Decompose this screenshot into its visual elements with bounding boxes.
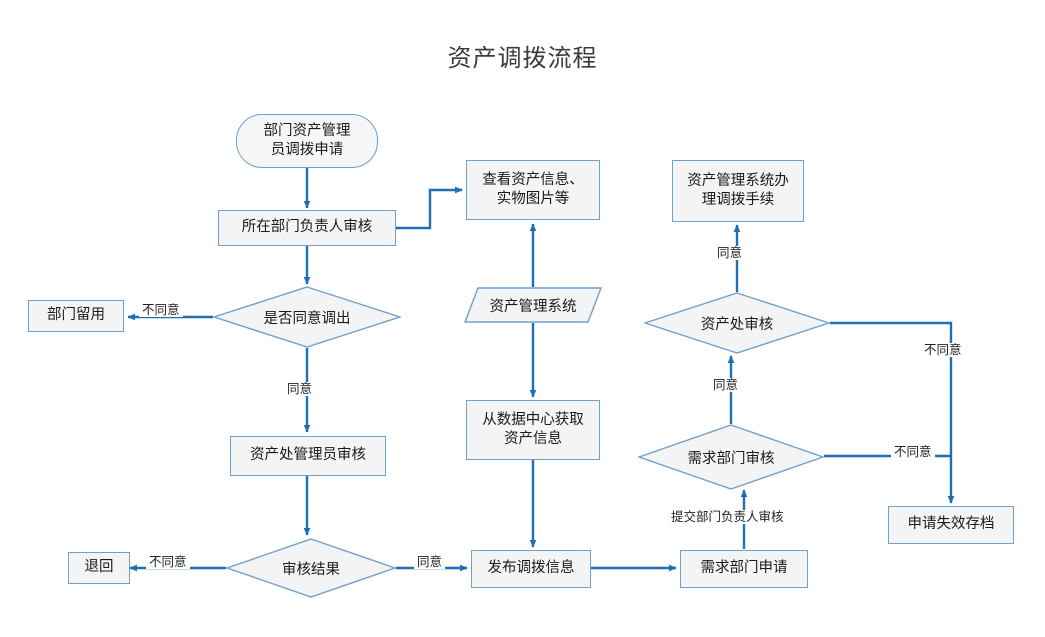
edge-label-disagree-office-right: 不同意 bbox=[921, 343, 965, 357]
node-asset-office-admin-review[interactable]: 资产处管理员审核 bbox=[230, 436, 386, 476]
node-review-result-label: 审核结果 bbox=[282, 561, 340, 578]
edge-label-disagree-demand-right: 不同意 bbox=[891, 445, 935, 459]
node-agree-transfer-out-label: 是否同意调出 bbox=[263, 310, 351, 327]
page-title: 资产调拨流程 bbox=[447, 44, 598, 72]
node-dept-keep[interactable]: 部门留用 bbox=[28, 300, 124, 332]
diamond-shape bbox=[226, 538, 396, 598]
node-publish-transfer-info-label: 发布调拨信息 bbox=[487, 560, 575, 577]
edge-label-agree-demand-up: 同意 bbox=[710, 378, 742, 392]
parallelogram-shape bbox=[464, 287, 602, 323]
node-dept-head-review[interactable]: 所在部门负责人审核 bbox=[218, 210, 396, 246]
edge-dept-head-to-view-asset bbox=[396, 186, 463, 230]
node-view-asset-info-label: 查看资产信息、 实物图片等 bbox=[482, 171, 584, 207]
node-application-void-archive-label: 申请失效存档 bbox=[907, 516, 995, 533]
node-return-back[interactable]: 退回 bbox=[68, 552, 130, 584]
node-demand-dept-apply[interactable]: 需求部门申请 bbox=[680, 550, 808, 588]
diamond-shape bbox=[638, 424, 824, 490]
node-fetch-from-datacenter[interactable]: 从数据中心获取 资产信息 bbox=[466, 400, 600, 460]
node-view-asset-info[interactable]: 查看资产信息、 实物图片等 bbox=[466, 160, 600, 220]
diamond-shape bbox=[644, 292, 830, 354]
node-dept-head-review-label: 所在部门负责人审核 bbox=[241, 219, 373, 236]
edge-label-result-disagree: 不同意 bbox=[146, 555, 190, 569]
node-asset-office-review-label: 资产处审核 bbox=[700, 316, 774, 333]
edge-label-agree-to-procedure: 同意 bbox=[714, 246, 746, 260]
node-publish-transfer-info[interactable]: 发布调拨信息 bbox=[471, 550, 591, 588]
edge-label-result-agree: 同意 bbox=[414, 555, 446, 569]
diamond-shape bbox=[213, 286, 401, 348]
node-start-request[interactable]: 部门资产管理 员调拨申请 bbox=[236, 114, 378, 168]
node-demand-dept-apply-label: 需求部门申请 bbox=[700, 560, 788, 577]
node-review-result[interactable]: 审核结果 bbox=[226, 538, 396, 598]
node-agree-transfer-out[interactable]: 是否同意调出 bbox=[213, 286, 401, 348]
node-application-void-archive[interactable]: 申请失效存档 bbox=[888, 506, 1014, 544]
node-dept-keep-label: 部门留用 bbox=[47, 307, 105, 324]
node-asset-mgmt-system[interactable]: 资产管理系统 bbox=[464, 287, 602, 323]
node-asset-mgmt-system-label: 资产管理系统 bbox=[489, 298, 577, 315]
node-asset-sys-procedure[interactable]: 资产管理系统办 理调拨手续 bbox=[672, 160, 804, 222]
node-demand-dept-review-label: 需求部门审核 bbox=[687, 450, 775, 467]
node-fetch-from-datacenter-label: 从数据中心获取 资产信息 bbox=[482, 411, 584, 447]
edge-label-agree-to-admin: 同意 bbox=[284, 382, 316, 396]
edge-label-disagree-keep: 不同意 bbox=[139, 303, 183, 317]
node-asset-office-review[interactable]: 资产处审核 bbox=[644, 292, 830, 354]
node-return-back-label: 退回 bbox=[84, 559, 114, 576]
node-demand-dept-review[interactable]: 需求部门审核 bbox=[638, 424, 824, 490]
edge-label-submit-dept-head: 提交部门负责人审核 bbox=[668, 510, 787, 524]
node-asset-sys-procedure-label: 资产管理系统办 理调拨手续 bbox=[687, 172, 789, 208]
node-asset-office-admin-review-label: 资产处管理员审核 bbox=[250, 447, 366, 464]
node-start-request-label: 部门资产管理 员调拨申请 bbox=[263, 122, 351, 158]
